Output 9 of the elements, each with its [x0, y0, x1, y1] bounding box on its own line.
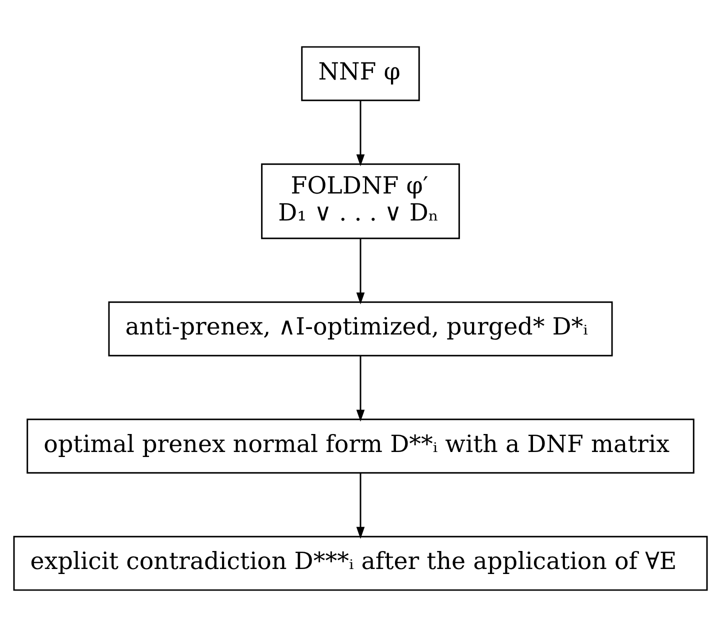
arrow	[356, 238, 365, 304]
node-box: explicit contradiction D***ᵢ after the application of ∀E	[13, 536, 708, 591]
node-box: optimal prenex normal form D**ᵢ with a DNF matrix	[26, 418, 694, 474]
node-box: FOLDNF φ′ D₁ ∨ . . . ∨ Dₙ	[261, 163, 460, 240]
node-box: NNF φ	[301, 46, 420, 102]
arrow	[356, 472, 365, 539]
node-box: anti-prenex, ∧I-optimized, purged* D*ᵢ	[108, 301, 613, 356]
arrow	[356, 100, 365, 166]
arrow	[356, 356, 365, 422]
